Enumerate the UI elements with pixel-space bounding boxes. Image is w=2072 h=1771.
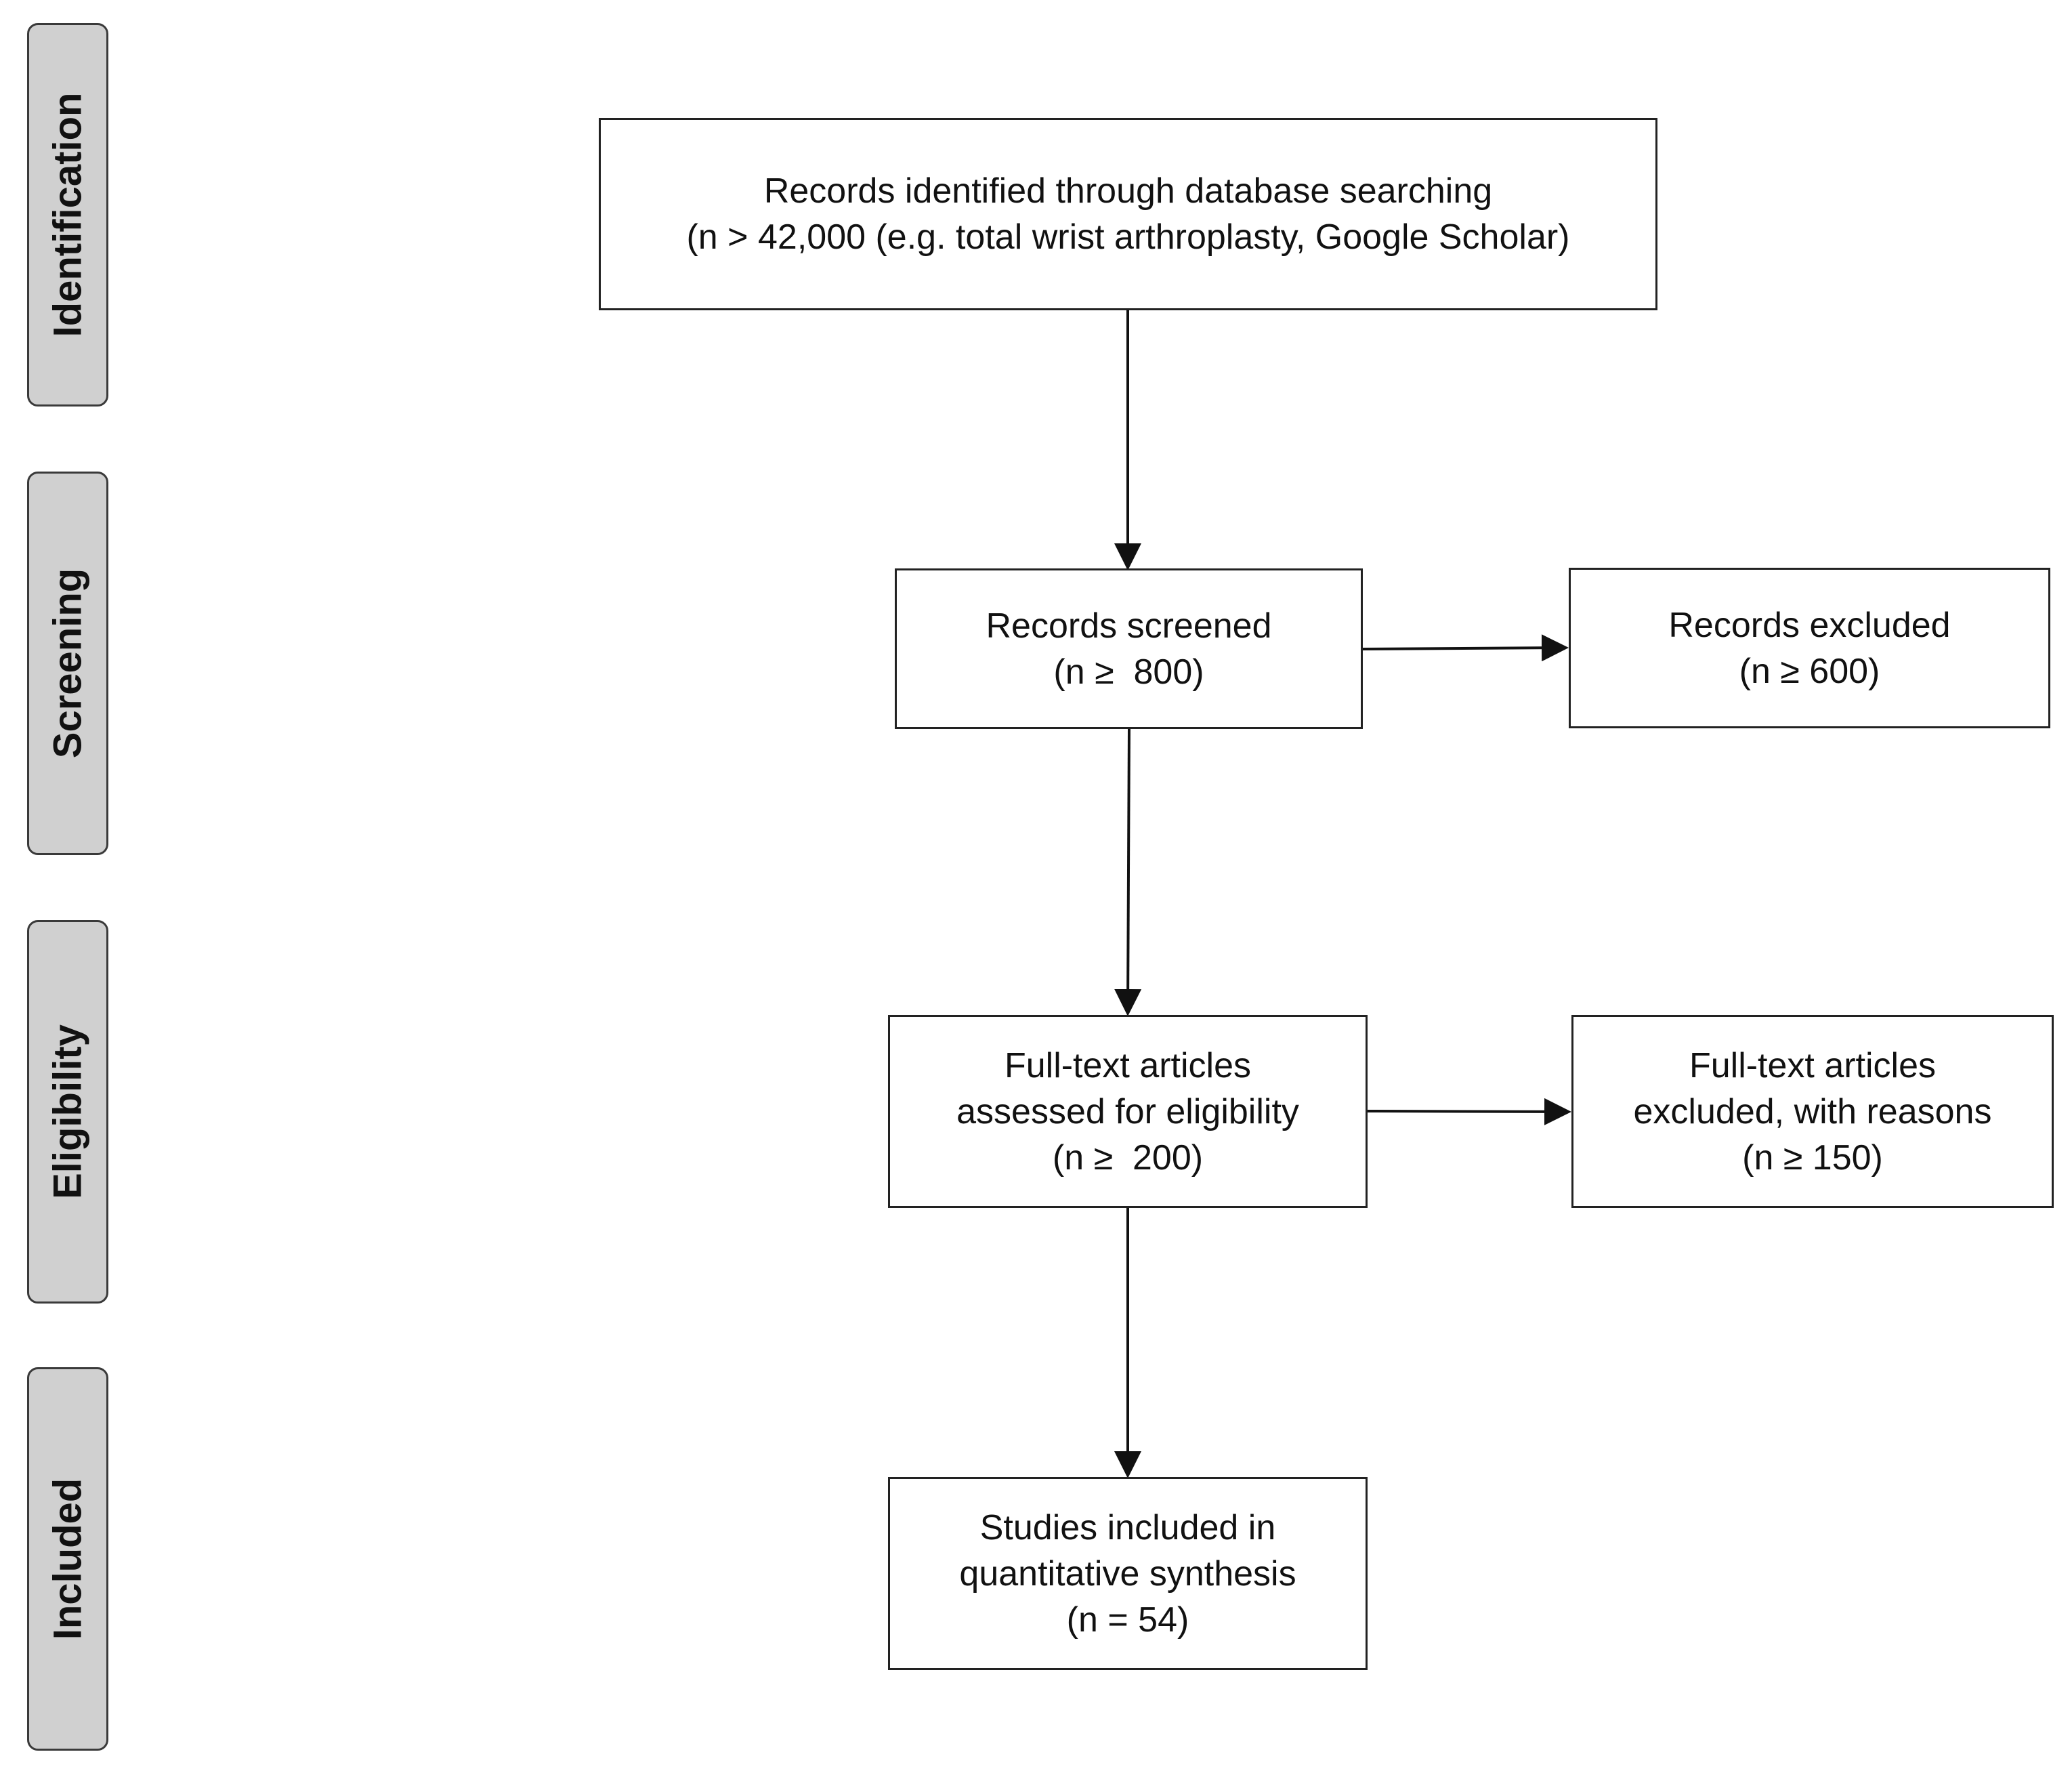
arrow-assessed-to-fulltext-excluded	[1367, 1098, 1571, 1125]
box-records-identified-line1: Records identified through database sear…	[763, 171, 1493, 211]
box-studies-included-line2: quantitative synthesis	[959, 1554, 1296, 1593]
arrow-screened-to-assessed	[1114, 728, 1142, 1016]
box-records-identified: Records identified through database sear…	[599, 118, 1657, 310]
box-fulltext-assessed-line2: assessed for eligibility	[956, 1091, 1299, 1131]
box-records-excluded: Records excluded (n ≥ 600)	[1569, 568, 2050, 728]
box-fulltext-excluded: Full-text articles excluded, with reason…	[1571, 1015, 2054, 1208]
stage-tab-screening: Screening	[27, 472, 108, 855]
box-fulltext-excluded-line2: excluded, with reasons	[1633, 1091, 1992, 1131]
arrow-screened-to-excluded	[1362, 634, 1569, 662]
box-studies-included-line3: (n = 54)	[1066, 1600, 1189, 1640]
box-studies-included: Studies included in quantitative synthes…	[888, 1477, 1368, 1670]
stage-tab-included: Included	[27, 1367, 108, 1751]
box-records-excluded-line2: (n ≥ 600)	[1739, 651, 1880, 691]
box-fulltext-excluded-line3: (n ≥ 150)	[1742, 1138, 1883, 1178]
box-studies-included-line1: Studies included in	[979, 1507, 1276, 1547]
box-fulltext-excluded-line1: Full-text articles	[1689, 1045, 1937, 1085]
box-fulltext-assessed-line3: (n ≥ 200)	[1052, 1138, 1204, 1178]
box-records-screened-line1: Records screened	[986, 606, 1272, 646]
stage-tab-identification: Identification	[27, 23, 108, 407]
box-fulltext-assessed-line1: Full-text articles	[1004, 1045, 1252, 1085]
box-fulltext-assessed: Full-text articles assessed for eligibil…	[888, 1015, 1368, 1208]
stage-tab-eligibility: Eligibility	[27, 920, 108, 1304]
box-records-identified-line2: (n > 42,000 (e.g. total wrist arthroplas…	[686, 217, 1570, 257]
box-records-screened-line2: (n ≥ 800)	[1053, 652, 1204, 692]
box-records-excluded-line1: Records excluded	[1668, 605, 1951, 645]
box-records-screened: Records screened (n ≥ 800)	[895, 568, 1363, 729]
